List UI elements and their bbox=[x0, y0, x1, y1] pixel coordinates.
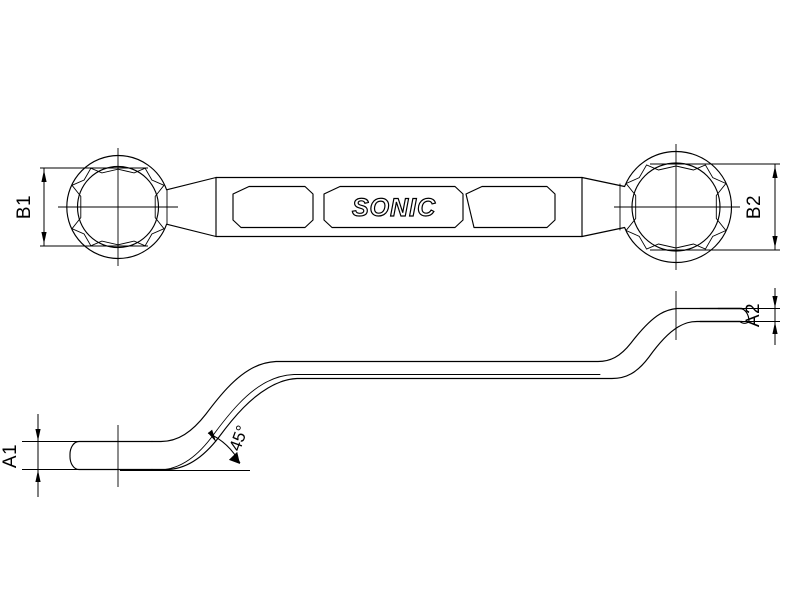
dimension-B1: B1 bbox=[14, 167, 148, 247]
angle-label: 45° bbox=[226, 423, 253, 454]
side-inner-fold-line bbox=[159, 374, 601, 471]
side-left-head-outline bbox=[69, 440, 153, 471]
side-right-head bbox=[675, 291, 750, 340]
dimension-A2: A2 bbox=[712, 288, 780, 345]
dimension-A1: A1 bbox=[0, 414, 90, 497]
side-left-head bbox=[69, 425, 153, 487]
A1-arrow-top bbox=[35, 429, 41, 441]
B1-arrow-bottom bbox=[41, 232, 47, 244]
right-ring-head bbox=[581, 144, 740, 270]
angle-arrow-lower bbox=[228, 451, 240, 464]
brand-logo: SONIC bbox=[352, 194, 436, 222]
relief-panel-left bbox=[232, 185, 314, 229]
A2-arrow-bottom bbox=[772, 322, 778, 334]
side-upper-contour bbox=[151, 307, 743, 443]
left-ring-head bbox=[58, 148, 217, 266]
relief-panel-right bbox=[465, 185, 556, 229]
dimension-B2: B2 bbox=[650, 163, 780, 251]
relief-panel-center bbox=[323, 185, 464, 229]
A1-arrow-bottom bbox=[35, 470, 41, 482]
angle-arrow-upper bbox=[208, 429, 217, 443]
side-view: 45° A1 A2 bbox=[0, 288, 780, 497]
A2-label: A2 bbox=[743, 303, 764, 327]
plan-view: SONIC B1 B2 bbox=[14, 144, 780, 270]
angle-dimension-45: 45° bbox=[120, 423, 252, 471]
B2-arrow-bottom bbox=[772, 236, 778, 248]
shank-relief-panels bbox=[232, 185, 556, 229]
B1-label: B1 bbox=[14, 195, 35, 219]
B2-arrow-top bbox=[772, 166, 778, 178]
B2-label: B2 bbox=[744, 195, 765, 219]
B1-arrow-top bbox=[41, 170, 47, 182]
A1-label: A1 bbox=[0, 444, 21, 468]
A2-arrow-top bbox=[772, 296, 778, 308]
